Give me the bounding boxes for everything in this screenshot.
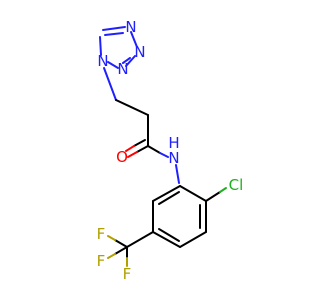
- atom-f3: F: [97, 252, 106, 270]
- molecule-structure: N N N N O N H Cl F F F: [97, 18, 244, 283]
- bond-ar-cl: [205, 191, 221, 202]
- atom-f1: F: [123, 265, 132, 283]
- bond-cf3-f2: [114, 239, 128, 248]
- bond-c5-n4-double: [104, 32, 124, 36]
- bond-c-n-blue: [159, 152, 169, 158]
- bond-cf3-f3-yellow: [107, 253, 116, 259]
- atom-labels: N N N N O N H Cl F F F: [97, 18, 244, 283]
- bond-n1-c5: [99, 36, 102, 56]
- bond-n3-n2: [125, 55, 136, 67]
- atom-o: O: [116, 148, 128, 166]
- bond-ar3: [179, 231, 207, 248]
- bond-n2-n1: [107, 61, 119, 69]
- bond-c-o-red: [127, 151, 138, 158]
- bond-n3-n2-double: [122, 57, 131, 64]
- bond-cf3-f2-yellow: [107, 235, 116, 241]
- atom-n4: N: [125, 18, 136, 36]
- bond-cf3-f3: [114, 246, 128, 255]
- bond-n-aryl: [175, 164, 180, 184]
- bond-ar4: [152, 231, 181, 248]
- atom-nh: N: [168, 149, 179, 167]
- atom-n2: N: [117, 60, 128, 78]
- bond-n1-ch2: [103, 67, 117, 101]
- bond-ar-cl-green: [219, 187, 227, 193]
- bond-ar4-double: [158, 228, 180, 242]
- bond-c-n: [147, 145, 161, 154]
- bond-ar6: [152, 185, 181, 202]
- bond-c-o: [136, 145, 149, 153]
- atom-f2: F: [97, 225, 106, 243]
- bond-ar6-double: [158, 191, 180, 205]
- bond-n4-n3: [130, 31, 138, 48]
- bonds: [99, 26, 227, 267]
- atom-n1: N: [97, 52, 108, 70]
- structure-canvas: N N N N O N H Cl F F F: [97, 18, 244, 283]
- bond-c-o-double: [133, 139, 146, 147]
- atom-cl: Cl: [229, 176, 244, 194]
- bond-ar-cf3: [126, 231, 154, 248]
- atom-h: H: [168, 134, 179, 152]
- atom-n3: N: [134, 43, 145, 61]
- bond-ar1: [179, 185, 207, 202]
- bond-c-o-double-red: [125, 145, 135, 152]
- bond-c5-n4: [102, 26, 126, 31]
- bond-ch2-ch2: [115, 99, 149, 116]
